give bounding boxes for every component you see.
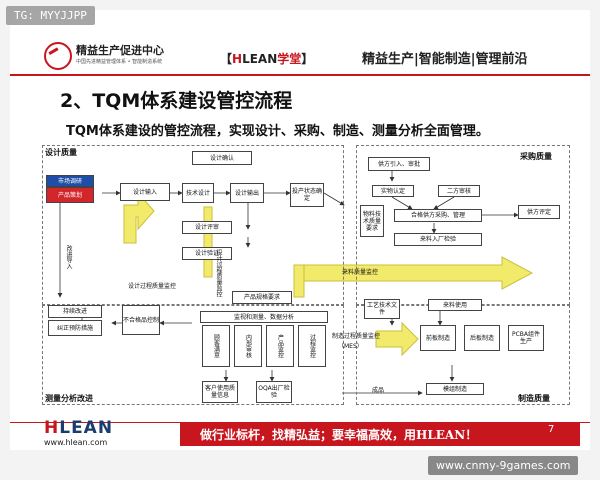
slide-subtitle: TQM体系建设的管控流程，实现设计、采购、制造、测量分析全面管理。 — [66, 124, 489, 139]
watermark-top: TG: MYYJJPP — [6, 6, 95, 25]
logo-mark-icon — [44, 42, 72, 70]
box-product-planning: 产品策划 — [46, 187, 94, 203]
logo-title: 精益生产促进中心 — [76, 44, 164, 57]
box-pcba: PCBA组件生产 — [508, 325, 544, 351]
box-market-research: 市场调研 — [46, 175, 94, 187]
box-product-spec: 产品规格要求 — [232, 291, 292, 304]
header-tagline: 精益生产|智能制造|管理前沿 — [362, 52, 528, 67]
box-internal-audit: 内部审核 — [234, 325, 262, 367]
hlean-brand: 【HLEAN学堂】 — [220, 52, 314, 66]
slide: 精益生产促进中心 中国先进精益管理体系 • 智能制造系统 【HLEAN学堂】 精… — [10, 10, 590, 450]
zone-design — [42, 145, 344, 305]
box-design-output: 设计输出 — [230, 183, 264, 203]
box-module: 模组制造 — [426, 383, 484, 395]
label-design-monitor: 设计过程质量监控 — [128, 283, 177, 290]
box-material-use: 来料使用 — [428, 299, 482, 311]
header-divider — [10, 74, 590, 76]
zone-label-design: 设计质量 — [45, 148, 77, 157]
tqm-flow-diagram: 设计质量 采购质量 测量分析改进 制造质量 市场调研 产品策划 设计确认 设计输… — [42, 145, 572, 407]
box-design-confirm: 设计确认 — [192, 151, 252, 165]
box-process-doc: 工艺技术文件 — [364, 299, 400, 319]
design-monitor-arrow — [123, 191, 155, 244]
yellow-connector — [293, 264, 305, 298]
box-supplier-intro: 供方引入、审批 — [368, 157, 430, 171]
mfg-monitor-arrow — [375, 321, 419, 357]
zone-label-purchase: 采购质量 — [520, 152, 552, 161]
label-mfg-monitor: 制造过程质量监控 — [332, 333, 381, 340]
box-design-input: 设计输入 — [120, 183, 170, 201]
label-finished: 成品 — [372, 387, 385, 394]
label-mes: （MES） — [338, 343, 363, 350]
label-improve-import: 改进导入 — [65, 245, 72, 269]
box-second-audit: 二方审核 — [438, 185, 480, 197]
box-customer-satisfaction: 顾客满意 — [202, 325, 230, 367]
box-pilot-decide: 投产状态确定 — [290, 183, 324, 207]
box-corrective: 纠正预防措施 — [48, 320, 102, 336]
box-back-plate: 后板制造 — [464, 325, 500, 351]
box-front-plate: 前板制造 — [420, 325, 456, 351]
zone-label-measure: 测量分析改进 — [45, 394, 93, 403]
box-material-req: 物料技术质量要求 — [360, 205, 384, 237]
box-tech-design: 技术设计 — [182, 183, 214, 203]
footer-logo: HLEAN — [44, 418, 114, 438]
box-product-monitor: 产品监控 — [266, 325, 294, 367]
box-customer-info: 客户使用质量信息 — [202, 381, 238, 403]
box-continuous-improve: 持续改进 — [48, 305, 102, 318]
watermark-bottom: www.cnmy-9games.com — [428, 456, 579, 475]
zone-measure — [42, 305, 344, 405]
box-monitor-analysis: 监视和测量、数据分析 — [200, 311, 328, 323]
material-monitor-arrow — [293, 256, 534, 290]
flow-arrows — [57, 171, 534, 396]
slide-title: 2、TQM体系建设管控流程 — [60, 90, 293, 112]
footer-url[interactable]: www.hlean.com — [44, 438, 108, 447]
zone-label-manufacture: 制造质量 — [518, 394, 550, 403]
box-nonconform: 不合格品控制 — [122, 305, 160, 335]
box-supplier-eval: 供方评定 — [518, 205, 560, 219]
logo-subtitle: 中国先进精益管理体系 • 智能制造系统 — [76, 59, 163, 65]
box-design-review: 设计评审 — [182, 221, 232, 234]
footer-slogan-banner: 做行业标杆，找精弘益；要幸福高效，用HLEAN！ — [180, 422, 580, 446]
box-design-verify: 设计验证 — [182, 247, 232, 260]
box-material-confirm: 实物认定 — [372, 185, 414, 197]
label-design-monitor-vertical: 设计过程质量监控 — [215, 249, 222, 297]
box-oqa: OQA出厂检验 — [256, 381, 292, 403]
box-qualified-supplier: 合格供方采购、管理 — [394, 209, 482, 222]
box-incoming-inspection: 来料入厂检验 — [394, 233, 482, 246]
center-logo: 精益生产促进中心 中国先进精益管理体系 • 智能制造系统 — [44, 40, 204, 76]
page-number: 7 — [548, 424, 555, 435]
box-process-monitor: 过程监控 — [298, 325, 326, 367]
label-material-monitor: 来料质量监控 — [342, 269, 379, 276]
